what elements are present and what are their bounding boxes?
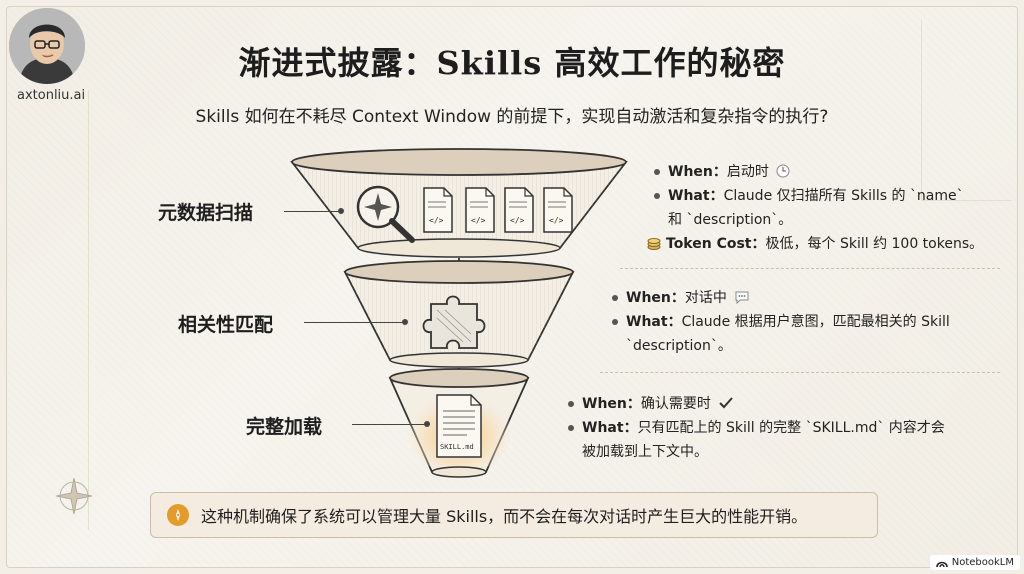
what-continuation: 和 `description`。 (668, 212, 793, 228)
what-row: What：Claude 根据用户意图，匹配最相关的 Skill (612, 310, 950, 334)
author-handle: axtonliu.ai (17, 88, 86, 103)
svg-text:</>: </> (429, 216, 444, 225)
stage-1-info: When：启动时 What：Claude 仅扫描所有 Skills 的 `nam… (647, 160, 983, 256)
stage-2-info: When：对话中 What：Claude 根据用户意图，匹配最相关的 Skill… (612, 286, 950, 358)
coins-icon (647, 238, 661, 250)
avatar (9, 8, 85, 84)
bullet (568, 425, 574, 431)
svg-text:</>: </> (471, 216, 486, 225)
svg-text:</>: </> (510, 216, 525, 225)
divider (620, 268, 1000, 269)
compass-icon (167, 504, 189, 526)
divider (600, 372, 1000, 373)
bullet (654, 169, 660, 175)
puzzle-piece-icon (422, 295, 486, 349)
notebooklm-logo-icon (935, 561, 948, 567)
clock-icon (776, 164, 790, 178)
funnel-stage-1 (290, 148, 628, 258)
notebooklm-watermark: NotebookLM (929, 555, 1020, 570)
leader-line (352, 421, 430, 427)
magnifier-compass-icon (356, 185, 415, 243)
token-cost-row: Token Cost：极低，每个 Skill 约 100 tokens。 (646, 232, 983, 256)
watermark-text: NotebookLM (951, 557, 1014, 568)
background-grid-left (8, 90, 89, 530)
what-continuation: 被加载到上下文中。 (582, 444, 708, 460)
when-row: When：确认需要时 (568, 392, 945, 416)
file-icon: </> (423, 187, 453, 233)
stage-label-metadata-scan: 元数据扫描 (158, 202, 254, 224)
bullet (654, 193, 660, 199)
file-icon: </> (504, 187, 534, 233)
leader-line (304, 319, 408, 325)
bullet (612, 319, 618, 325)
file-icons-row: </> </> </> </> (423, 187, 573, 233)
when-row: When：对话中 (612, 286, 950, 310)
svg-text:SKILL.md: SKILL.md (440, 443, 474, 451)
background-grid-right (921, 20, 1012, 201)
compass-rose-icon (55, 477, 93, 515)
checkmark-icon (719, 397, 734, 409)
bullet (612, 295, 618, 301)
bullet (568, 401, 574, 407)
footer-note-text: 这种机制确保了系统可以管理大量 Skills，而不会在每次对话时产生巨大的性能开… (201, 507, 808, 526)
stage-3-info: When：确认需要时 What：只有匹配上的 Skill 的完整 `SKILL.… (568, 392, 945, 464)
what-row: What：Claude 仅扫描所有 Skills 的 `name` (654, 184, 983, 208)
svg-text:</>: </> (549, 216, 564, 225)
page-subtitle: Skills 如何在不耗尽 Context Window 的前提下，实现自动激活… (195, 107, 829, 127)
footer-note-box: 这种机制确保了系统可以管理大量 Skills，而不会在每次对话时产生巨大的性能开… (150, 492, 878, 538)
skill-md-file-icon: SKILL.md (436, 394, 482, 458)
stage-label-full-load: 完整加载 (246, 416, 323, 438)
stage-label-relevance-match: 相关性匹配 (178, 314, 274, 336)
page-title: 渐进式披露：Skills 高效工作的秘密 (238, 44, 786, 82)
file-icon: </> (543, 187, 573, 233)
file-icon: </> (465, 187, 495, 233)
chat-bubble-icon (735, 291, 749, 305)
leader-line (284, 208, 344, 214)
what-row: What：只有匹配上的 Skill 的完整 `SKILL.md` 内容才会 (568, 416, 945, 440)
avatar-portrait-icon (9, 8, 85, 84)
when-row: When：启动时 (654, 160, 983, 184)
what-continuation: `description`。 (626, 338, 732, 354)
